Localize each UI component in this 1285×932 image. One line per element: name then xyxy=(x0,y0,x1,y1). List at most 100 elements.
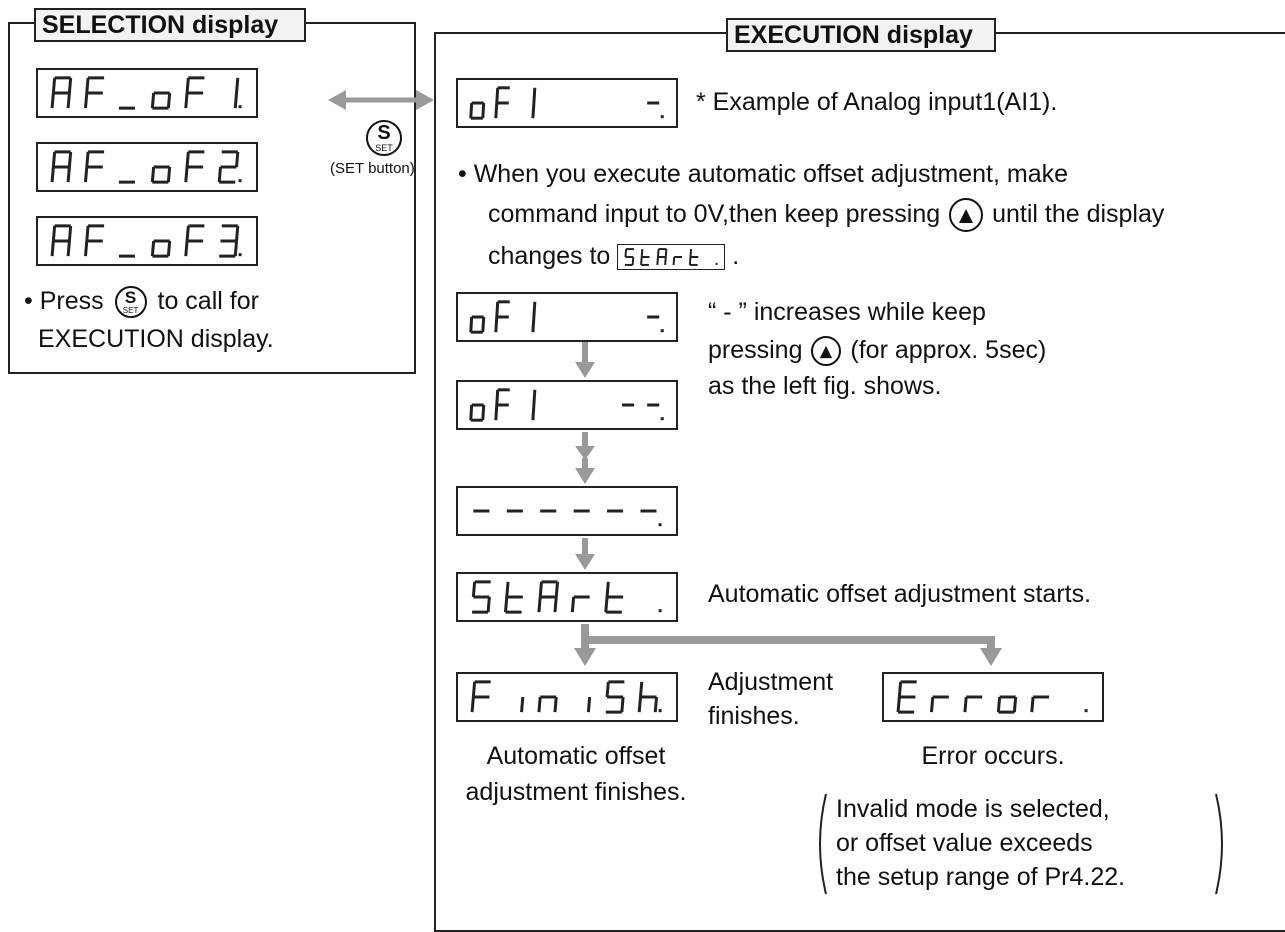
segment-e xyxy=(494,404,499,421)
start-note: Automatic offset adjustment starts. xyxy=(708,580,1092,608)
segment-f xyxy=(538,581,543,598)
instruction-line1: • When you execute automatic offset adju… xyxy=(458,160,1068,188)
segment-f xyxy=(85,225,90,242)
segment-f xyxy=(495,301,500,318)
segment-e xyxy=(930,696,935,713)
set-button-sub: SET xyxy=(375,143,393,153)
segment-b xyxy=(532,87,537,104)
segment-c xyxy=(166,166,172,183)
segment-f xyxy=(471,681,477,698)
segment-e xyxy=(689,257,692,266)
instruction-line2: command input to 0V,then keep pressing u… xyxy=(488,198,1164,233)
segment-c xyxy=(620,696,625,713)
segment-e xyxy=(640,257,643,266)
increase-note-pre: pressing xyxy=(708,336,803,364)
up-triangle-icon xyxy=(949,198,984,233)
segment-c xyxy=(631,257,635,266)
segment-e xyxy=(537,596,542,613)
decimal-point xyxy=(1084,709,1088,713)
error-detail-brackets xyxy=(819,793,1223,895)
finish-side-line2: finishes. xyxy=(708,702,800,730)
seven-segment-digits xyxy=(50,76,242,110)
up-triangle-icon xyxy=(811,336,842,367)
segment-b xyxy=(67,151,73,168)
segment-e xyxy=(470,696,475,713)
seven-segment-digits xyxy=(470,680,662,714)
decimal-point xyxy=(238,105,242,109)
selection-display-1[interactable] xyxy=(36,68,258,118)
up-triangle-glyph xyxy=(820,345,833,358)
up-triangle-glyph xyxy=(959,208,974,223)
segment-f xyxy=(495,389,500,406)
segment-e xyxy=(184,92,189,109)
seven-segment-digits xyxy=(471,580,662,614)
set-circle-icon: S SET xyxy=(114,286,147,319)
segment-c xyxy=(166,240,172,257)
sequence-display-4[interactable] xyxy=(456,572,678,622)
set-icon-letter: S xyxy=(124,288,137,308)
segment-e xyxy=(50,92,55,109)
segment-c xyxy=(486,596,491,613)
segment-e xyxy=(637,696,642,713)
segment-f xyxy=(605,581,610,598)
segment-e xyxy=(84,92,89,109)
finish-side-line1: Adjustment xyxy=(708,668,834,696)
seven-segment-digits xyxy=(50,224,242,258)
increase-note-line2: pressing (for approx. 5sec) xyxy=(708,334,1046,367)
segment-e xyxy=(84,240,89,257)
example-note: * Example of Analog input1(AI1). xyxy=(696,88,1058,116)
selection-display-2[interactable] xyxy=(36,142,258,192)
segment-e xyxy=(50,166,55,183)
segment-c xyxy=(1012,696,1018,713)
segment-f xyxy=(185,151,190,168)
segment-e xyxy=(184,166,189,183)
segment-e xyxy=(672,257,676,266)
error-display[interactable] xyxy=(882,672,1104,722)
increase-note-line3: as the left fig. shows. xyxy=(708,372,942,400)
segment-e xyxy=(494,316,499,333)
selection-display-3[interactable] xyxy=(36,216,258,266)
segment-e xyxy=(84,166,89,183)
segment-e xyxy=(50,240,55,257)
segment-e xyxy=(896,696,901,713)
set-button[interactable]: S SET xyxy=(366,120,402,156)
sequence-display-1[interactable] xyxy=(456,292,678,342)
set-icon-sub: SET xyxy=(122,306,139,316)
segment-e xyxy=(570,596,576,613)
error-caption: Error occurs. xyxy=(921,742,1065,770)
segment-f xyxy=(638,681,644,698)
segment-e xyxy=(996,696,1002,713)
segment-c xyxy=(586,696,592,713)
execution-first-display[interactable] xyxy=(456,78,678,128)
instruction-line3-pre: changes to xyxy=(488,242,611,270)
segment-b xyxy=(67,77,73,94)
segment-e xyxy=(604,596,609,613)
segment-c xyxy=(166,92,172,109)
selection-title: SELECTION display xyxy=(34,8,306,42)
segment-e xyxy=(150,240,156,257)
segment-c xyxy=(653,696,659,713)
finish-caption-line1: Automatic offset xyxy=(486,742,666,770)
decimal-point xyxy=(238,179,242,183)
segment-e xyxy=(184,240,189,257)
segment-c xyxy=(233,240,239,257)
segment-e xyxy=(469,404,474,421)
segment-c xyxy=(553,596,558,613)
segment-c xyxy=(66,166,71,183)
sequence-display-2[interactable] xyxy=(456,380,678,430)
decimal-point xyxy=(238,253,242,257)
segment-f xyxy=(51,151,57,168)
error-detail-line1: Invalid mode is selected, xyxy=(836,795,1110,823)
increase-note-line1: “ - ” increases while keep xyxy=(708,298,986,326)
seven-segment-digits xyxy=(473,509,662,527)
finish-display[interactable] xyxy=(456,672,678,722)
segment-b xyxy=(235,225,240,242)
segment-c xyxy=(553,696,558,713)
segment-e xyxy=(1030,696,1035,713)
segment-f xyxy=(185,77,190,94)
error-detail-line3: the setup range of Pr4.22. xyxy=(836,863,1126,891)
segment-e xyxy=(469,102,474,119)
segment-b xyxy=(67,225,73,242)
sequence-display-3[interactable] xyxy=(456,486,678,536)
segment-c xyxy=(481,404,486,421)
